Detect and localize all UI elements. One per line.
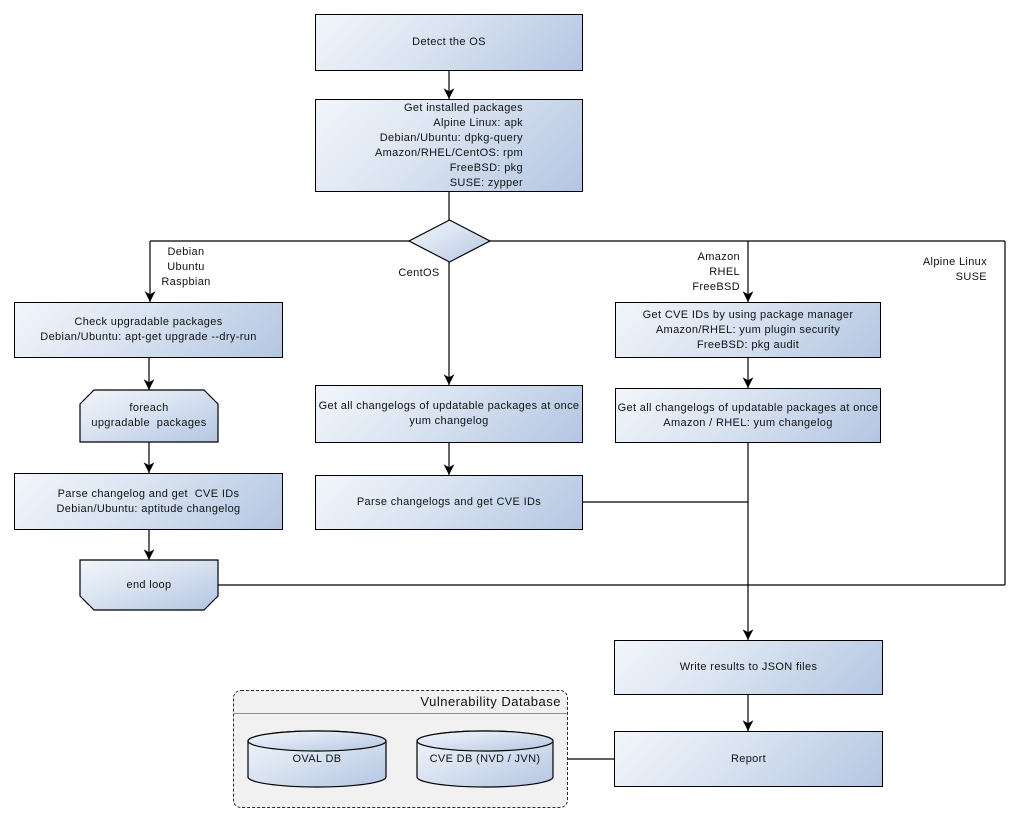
node-report: Report <box>614 731 883 787</box>
loop-end: end loop <box>80 560 218 610</box>
node-get-cve-ids-package-manager: Get CVE IDs by using package manager Ama… <box>615 302 881 358</box>
branch-label-amazon: Amazon RHEL FreeBSD <box>692 251 740 293</box>
oval-db-cylinder-label-wrap: OVAL DB <box>248 731 386 787</box>
node-get-changelogs-centos: Get all changelogs of updatable packages… <box>315 385 583 443</box>
node-check-upgradable-packages-label: Check upgradable packages Debian/Ubuntu:… <box>40 316 257 343</box>
node-get-installed-packages-label: Get installed packages Alpine Linux: apk… <box>374 101 524 189</box>
node-parse-changelogs-centos-label: Parse changelogs and get CVE IDs <box>356 496 542 508</box>
cve-db-cylinder-label-wrap: CVE DB (NVD / JVN) <box>417 731 553 787</box>
branch-label-debian: Debian Ubuntu Raspbian <box>161 246 211 288</box>
loop-end-shape <box>79 559 219 611</box>
node-write-json-label: Write results to JSON files <box>679 661 818 673</box>
node-report-label: Report <box>730 752 767 765</box>
branch-label-alpine: Alpine Linux SUSE <box>922 256 987 283</box>
decision-diamond <box>407 219 492 263</box>
node-check-upgradable-packages: Check upgradable packages Debian/Ubuntu:… <box>14 302 283 358</box>
node-get-changelogs-amazon-label: Get all changelogs of updatable packages… <box>617 401 879 429</box>
node-get-changelogs-centos-label: Get all changelogs of updatable packages… <box>318 400 580 427</box>
cylinder-oval-db <box>247 730 387 788</box>
loop-start-foreach: foreach upgradable packages <box>80 390 218 442</box>
node-parse-changelog-debian: Parse changelog and get CVE IDs Debian/U… <box>14 473 283 530</box>
node-detect-os-label: Detect the OS <box>412 36 486 48</box>
cylinder-oval-db-lid <box>247 730 387 752</box>
loop-start-shape <box>79 389 219 443</box>
branch-label-centos: CentOS <box>398 267 440 279</box>
oval-db-label: OVAL DB <box>292 752 342 765</box>
cylinder-cve-db <box>416 730 554 788</box>
node-detect-os: Detect the OS <box>315 14 583 71</box>
node-parse-changelogs-centos: Parse changelogs and get CVE IDs <box>315 475 583 530</box>
node-parse-changelog-debian-label: Parse changelog and get CVE IDs Debian/U… <box>56 487 241 515</box>
node-get-cve-ids-package-manager-label: Get CVE IDs by using package manager Ama… <box>642 308 854 351</box>
loop-end-label: end loop <box>126 578 172 591</box>
cve-db-label: CVE DB (NVD / JVN) <box>429 752 541 765</box>
node-write-json: Write results to JSON files <box>614 640 883 695</box>
node-get-installed-packages: Get installed packages Alpine Linux: apk… <box>315 99 583 192</box>
cylinder-cve-db-lid <box>416 730 554 752</box>
node-get-changelogs-amazon: Get all changelogs of updatable packages… <box>615 388 881 443</box>
connector-lines <box>143 71 1006 760</box>
loop-start-foreach-label: foreach upgradable packages <box>91 402 207 429</box>
vulnerability-database-title: Vulnerability Database <box>234 691 567 714</box>
